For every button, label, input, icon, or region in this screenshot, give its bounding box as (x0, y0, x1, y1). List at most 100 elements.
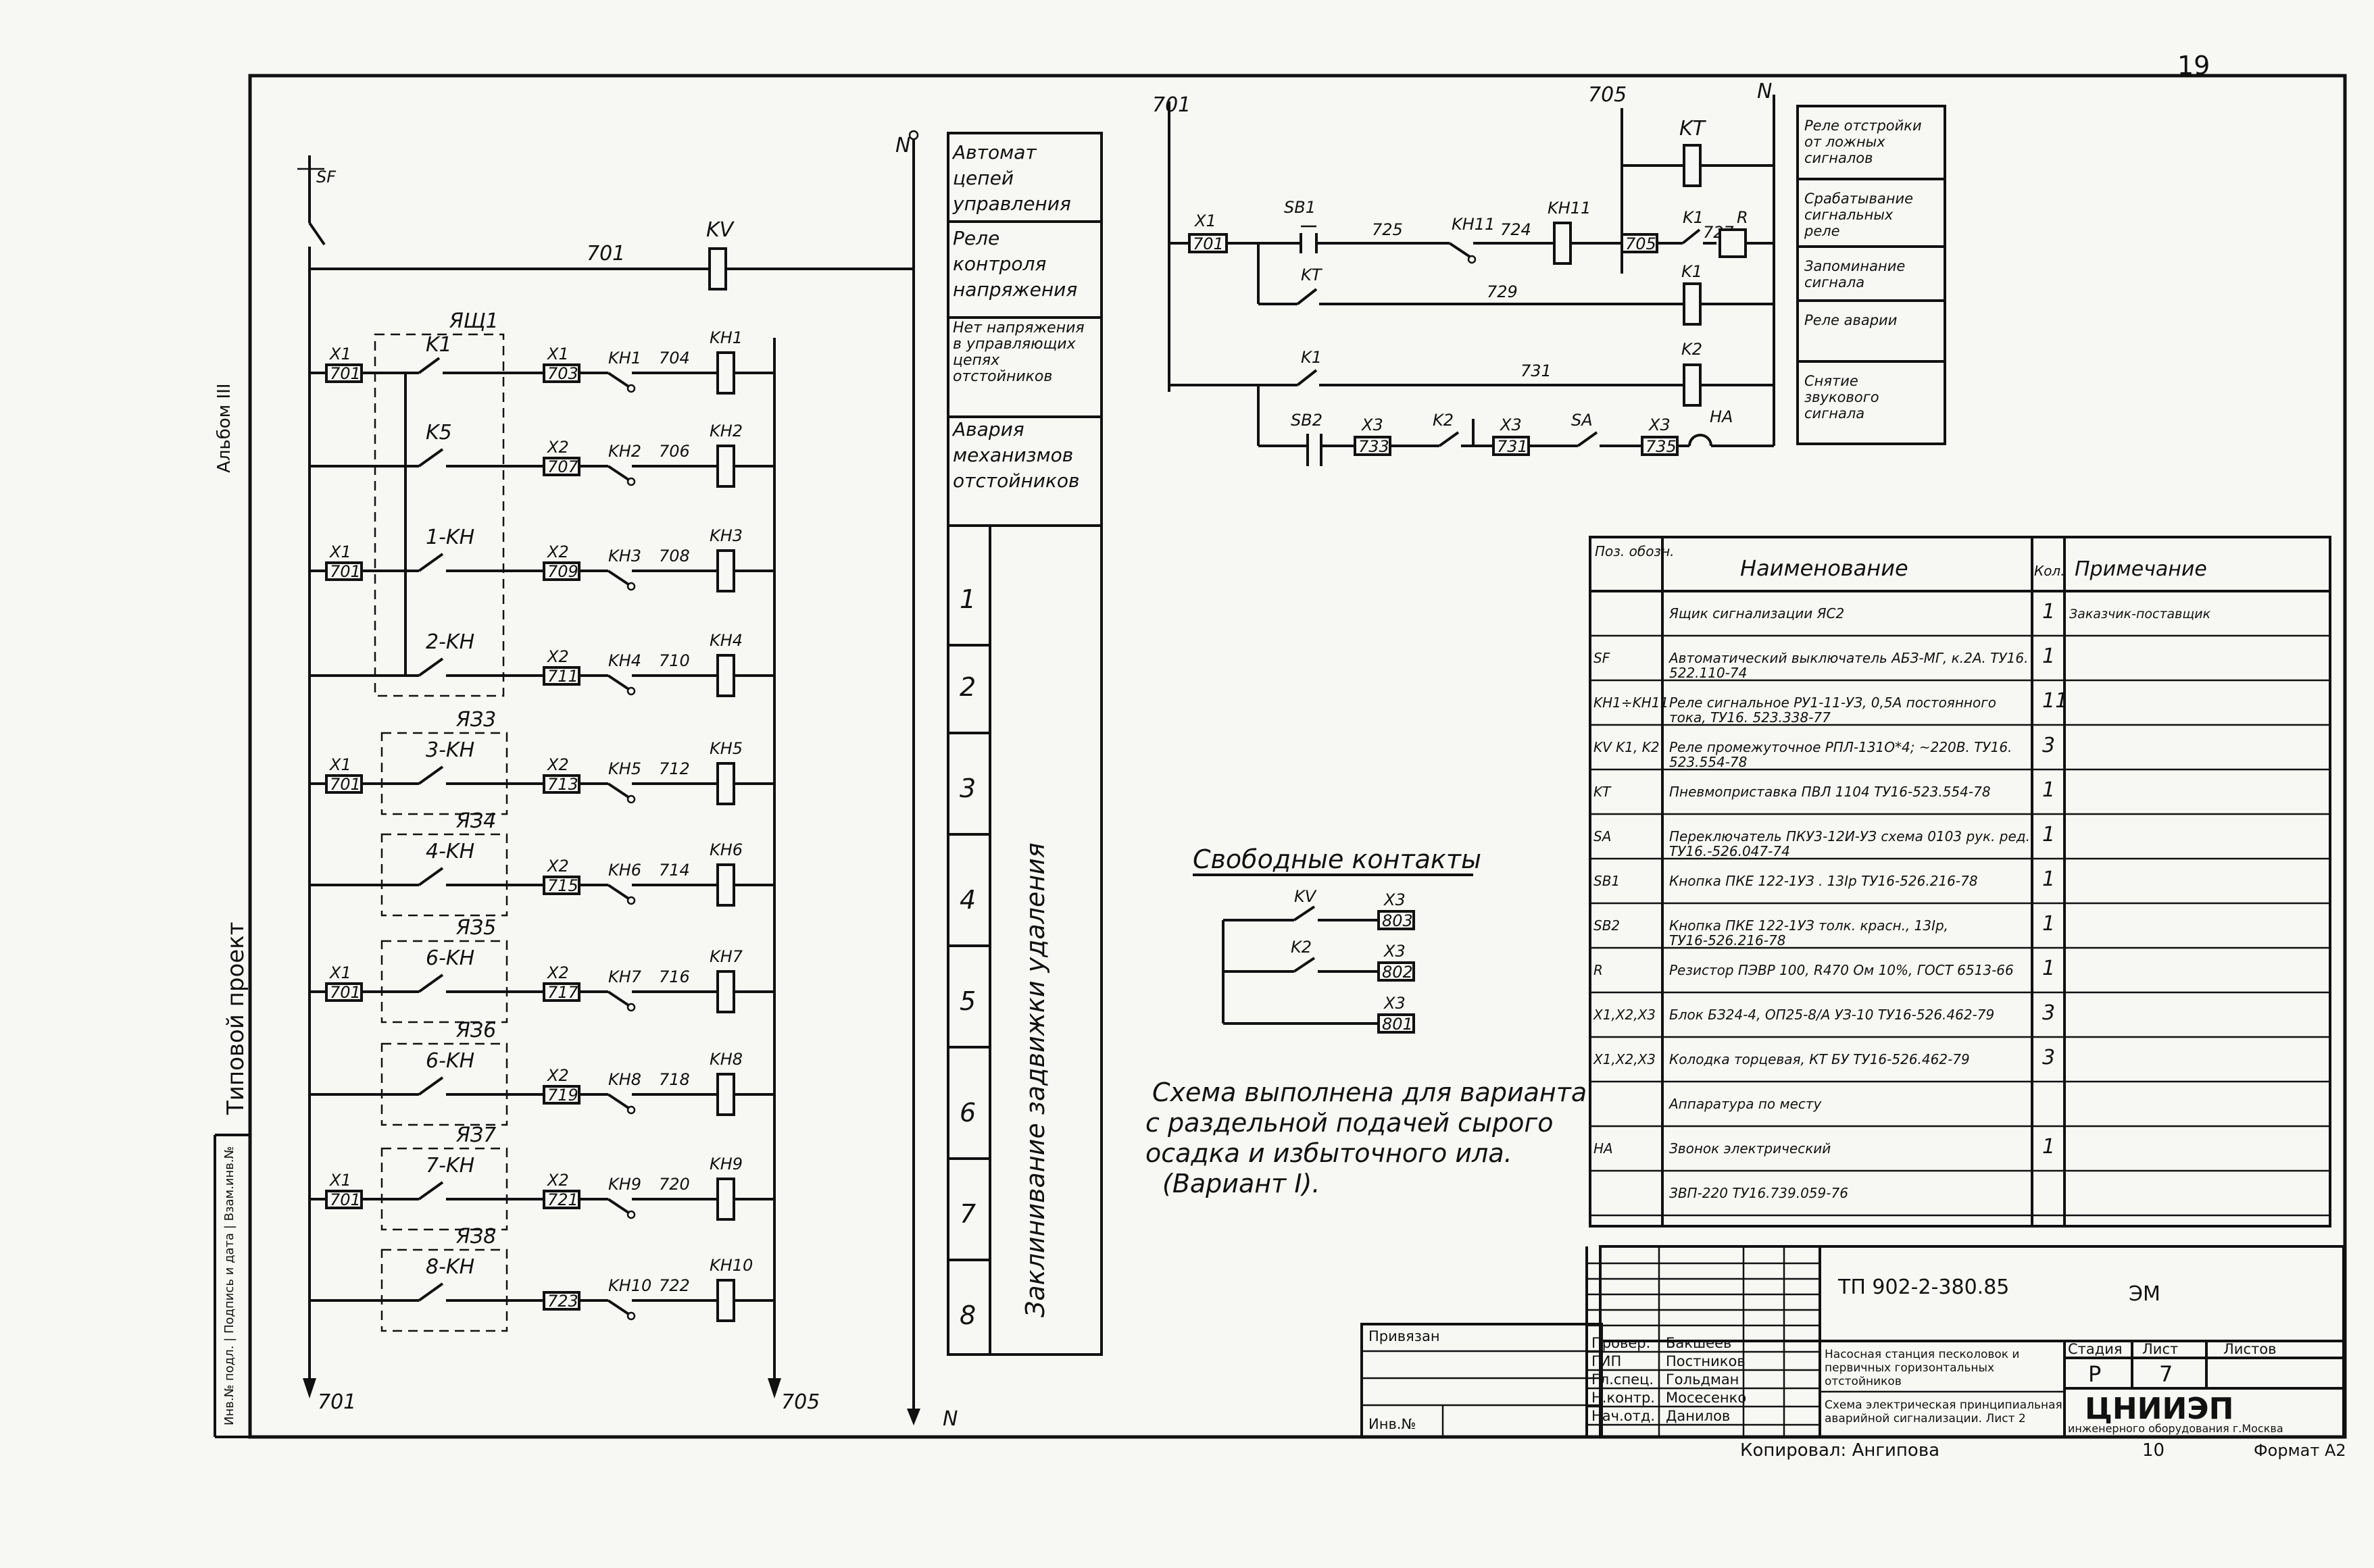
svg-text:Инв.№: Инв.№ (1368, 1416, 1416, 1432)
wire-701-top: 701 (587, 242, 625, 265)
svg-text:701: 701 (330, 364, 361, 383)
terminal (543, 982, 580, 1002)
spec-name: Реле сигнальное РУ1-11-УЗ, 0,5А постоянн… (1669, 694, 1996, 726)
tb-name: Мосесенко (1666, 1390, 1746, 1406)
contact-label: 8-KH (426, 1255, 474, 1279)
wire-number: 720 (659, 1175, 690, 1194)
coil-label: KH5 (710, 739, 743, 758)
spec-pos: KH1÷KH11 (1593, 694, 1668, 711)
spec-row: Аппаратура по месту (1590, 1096, 2330, 1128)
coil-label: KH7 (710, 947, 743, 966)
terminal-label: X2 (546, 542, 569, 561)
svg-text:осадка и избыточного ила.: осадка и избыточного ила. (1145, 1138, 1512, 1168)
terminal-label: X2 (546, 1171, 569, 1190)
terminal-number: 701 (330, 775, 361, 794)
svg-text:Схема электрическая принципиал: Схема электрическая принципиальнаяаварий… (1825, 1398, 2062, 1425)
terminal (543, 1190, 580, 1209)
n-top: N (895, 134, 910, 157)
contact (418, 1181, 444, 1200)
svg-text:ЦНИИЭП: ЦНИИЭП (2085, 1392, 2233, 1426)
svg-text:KT: KT (1301, 265, 1323, 284)
svg-text:724: 724 (1500, 220, 1531, 239)
contact-label: 6-KH (426, 1049, 474, 1073)
svg-text:N: N (1757, 80, 1772, 103)
group-label: ЯЗ7 (455, 1123, 496, 1147)
kh-label: KH8 (608, 1070, 641, 1089)
spec-table: Поз. обозн. Наименование Кол. Примечание… (1589, 536, 2331, 1228)
svg-text:K1: K1 (1683, 208, 1704, 227)
kh-label: KH7 (608, 967, 642, 986)
left-circuit: SF 701 705 701 KV 701 X1 K1 ЯЩ1 7 (297, 155, 914, 1414)
bus-701-bottom: 701 (318, 1390, 356, 1414)
spec-qty: 3 (2042, 1046, 2055, 1069)
svg-text:Схема выполнена для варианта: Схема выполнена для варианта (1152, 1078, 1587, 1107)
contact (418, 1076, 444, 1096)
coil-label: KH10 (710, 1256, 753, 1275)
contact (418, 553, 444, 572)
spec-pos: KV K1, K2 (1593, 739, 1660, 755)
contact (418, 448, 444, 467)
spec-name: Кнопка ПКЕ 122-1УЗ . 13Iр ТУ16-526.216-7… (1669, 873, 1978, 889)
svg-text:X3: X3 (1360, 415, 1383, 434)
svg-text:Лист: Лист (2142, 1341, 2178, 1357)
terminal-label: X2 (546, 1066, 569, 1085)
function-number: 8 (960, 1300, 976, 1330)
kv-label: KV (706, 218, 735, 242)
spec-pos: SA (1593, 828, 1611, 844)
svg-text:K2: K2 (1291, 938, 1312, 957)
svg-text:Листов: Листов (2223, 1341, 2276, 1357)
coil-label: KH2 (710, 422, 743, 440)
svg-text:инженерного оборудования г.Мос: инженерного оборудования г.Москва (2068, 1422, 2283, 1435)
terminal-label: X1 (328, 755, 351, 774)
function-number: 2 (960, 672, 976, 702)
spec-qty: 1 (2042, 1135, 2055, 1159)
sheet-frame (248, 74, 2347, 1439)
terminal (325, 561, 363, 581)
svg-text:X1: X1 (1193, 211, 1216, 230)
wire-number: 716 (659, 967, 690, 986)
svg-text:801: 801 (1382, 1015, 1413, 1034)
spec-row: SB1 Кнопка ПКЕ 122-1УЗ . 13Iр ТУ16-526.21… (1590, 867, 2330, 905)
spec-name: ЗВП-220 ТУ16.739.059-76 (1669, 1185, 1848, 1201)
svg-text:X3: X3 (1383, 942, 1406, 961)
terminal-label: X2 (546, 438, 569, 457)
relay-coil (716, 1178, 735, 1221)
kh-label: KH4 (608, 651, 641, 670)
kh-label: KH2 (608, 442, 641, 461)
terminal-number: 701 (330, 983, 361, 1002)
tb-role: Нач.отд. (1591, 1408, 1655, 1424)
group-label: ЯЗ4 (455, 809, 496, 833)
function-number: 7 (960, 1199, 976, 1229)
spec-pos: SB1 (1593, 873, 1620, 889)
relay-coil (716, 654, 735, 697)
svg-text:ЭМ: ЭМ (2129, 1282, 2160, 1306)
svg-text:735: 735 (1646, 437, 1677, 456)
svg-text:Привязан: Привязан (1368, 1328, 1440, 1344)
terminal-number: 719 (547, 1086, 578, 1105)
wire-number: 708 (659, 547, 690, 565)
svg-text:Стадия: Стадия (2068, 1341, 2123, 1357)
tb-role: ГИП (1591, 1353, 1621, 1369)
svg-text:X1: X1 (546, 345, 569, 363)
spec-name: Ящик сигнализации ЯС2 (1668, 605, 1844, 622)
contact-label: K5 (426, 421, 452, 445)
svg-text:703: 703 (547, 364, 578, 383)
contact-label: 7-KH (426, 1154, 474, 1178)
tb-role: Гл.спец. (1591, 1371, 1654, 1388)
terminal-number: 717 (547, 983, 579, 1002)
svg-text:725: 725 (1372, 220, 1403, 239)
spec-qty: 11 (2042, 689, 2068, 713)
svg-text:7: 7 (2159, 1361, 2173, 1387)
